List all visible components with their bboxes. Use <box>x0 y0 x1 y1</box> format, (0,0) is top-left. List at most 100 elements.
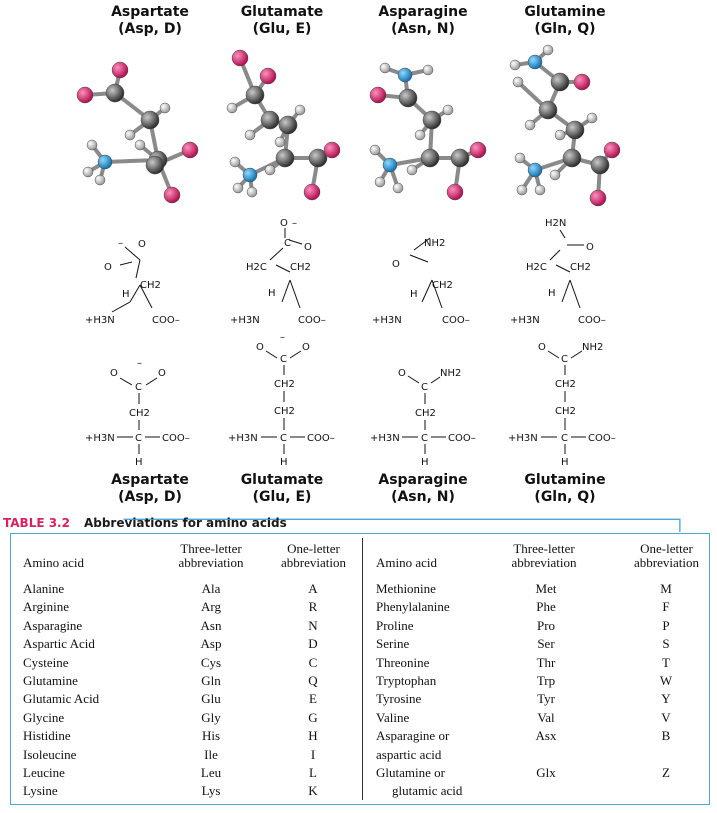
atom-o <box>303 183 321 201</box>
ch2-label: CH2 <box>274 406 295 417</box>
h-label: H <box>135 457 143 468</box>
cell-one-letter: K <box>308 783 318 799</box>
cell-one-letter: M <box>660 581 672 596</box>
h3n-label: +H3N <box>230 315 260 326</box>
cell-one-letter: N <box>308 617 318 633</box>
minus-label: – <box>280 332 285 343</box>
aa-name: Aspartate <box>111 472 189 488</box>
cell-amino-acid: Tyrosine <box>376 691 422 707</box>
atom-c <box>308 148 328 168</box>
aa-footer-glutamate: Glutamate (Glu, E) <box>202 472 362 506</box>
atom-h <box>159 102 171 114</box>
atom-c <box>105 83 125 103</box>
o-label: O <box>280 218 288 229</box>
table-label: TABLE 3.2 <box>3 516 70 530</box>
atom-h <box>134 139 146 151</box>
o-label: O <box>304 242 312 253</box>
atom-c <box>145 155 165 175</box>
cell-amino-acid: Serine <box>376 636 410 652</box>
aa-name: Glutamate <box>240 4 324 20</box>
h3n-label: +H3N <box>372 315 402 326</box>
cell-one-letter: Q <box>308 673 318 688</box>
o-label: O <box>110 368 118 379</box>
minus-label: – <box>137 358 142 369</box>
atom-h <box>509 59 521 71</box>
cell-three-letter: Lys <box>201 783 221 799</box>
aa-abbr: (Asp, D) <box>118 21 182 37</box>
atom-h <box>226 102 238 114</box>
aa-name: Asparagine <box>378 472 468 488</box>
cell-one-letter: B <box>661 728 671 744</box>
aa-header-aspartate: Aspartate (Asp, D) <box>70 4 230 38</box>
cell-amino-acid: Proline <box>376 617 414 633</box>
header-one-letter: One-letter abbreviation <box>634 541 699 570</box>
coo-label: COO– <box>588 433 616 444</box>
atom-o <box>603 141 621 159</box>
c-label: C <box>284 238 291 249</box>
cell-amino-acid: Glutamine <box>23 673 78 688</box>
skeletal-glutamate: O – C O H2C CH2 H +H3N COO– <box>230 218 326 326</box>
c-label: C <box>280 354 287 365</box>
cell-three-letter: Leu <box>200 765 222 780</box>
cell-one-letter: H <box>308 728 318 744</box>
cell-one-letter: C <box>308 654 318 670</box>
skeletal-formulas-row-2: O – C O CH2 +H3N C COO– H O – C O CH2 <box>85 332 616 468</box>
aa-abbr: (Gln, Q) <box>534 21 596 37</box>
header-one-letter: One-letter abbreviation <box>281 541 346 570</box>
nh2-label: NH2 <box>440 368 461 379</box>
atom-h <box>406 164 418 176</box>
table-row: aspartic acid <box>364 746 712 764</box>
atom-o <box>163 186 181 204</box>
c-label: C <box>561 354 568 365</box>
o-label: O <box>158 368 166 379</box>
skeletal-glutamine: H2N O H2C CH2 H +H3N COO– <box>510 218 606 326</box>
atom-o <box>469 141 487 159</box>
cell-one-letter: W <box>659 673 673 688</box>
atom-n <box>382 157 398 173</box>
atom-c <box>398 88 418 108</box>
atom-c <box>538 100 558 120</box>
cell-three-letter: Ile <box>204 746 218 762</box>
atom-c <box>275 148 295 168</box>
table-caption: Abbreviations for amino acids <box>83 516 287 530</box>
atom-h <box>94 174 106 186</box>
aa-header-glutamine: Glutamine (Gln, Q) <box>485 4 645 38</box>
atom-o <box>259 67 277 85</box>
ball-model-glutamate <box>226 49 341 201</box>
cell-three-letter: Phe <box>536 599 556 615</box>
atom-h <box>232 182 244 194</box>
atom-h <box>369 144 381 156</box>
cell-three-letter: Cys <box>200 654 222 670</box>
aa-abbr: (Asp, D) <box>118 489 182 505</box>
atom-h <box>414 129 426 141</box>
o-label: O <box>256 342 264 353</box>
skeletal-asparagine: NH2 O CH2 H +H3N COO– <box>372 237 470 326</box>
cell-amino-acid: Cysteine <box>23 654 69 670</box>
cell-three-letter: Gly <box>201 709 221 725</box>
fischer-asparagine: O C NH2 CH2 +H3N C COO– H <box>370 368 476 468</box>
atom-h <box>514 152 526 164</box>
table-title: TABLE 3.2 Abbreviations for amino acids <box>3 516 287 530</box>
atom-n <box>527 162 543 178</box>
header-three-letter: Three-letter abbreviation <box>178 541 244 570</box>
atom-h <box>512 76 524 88</box>
aa-footer-aspartate: Aspartate (Asp, D) <box>70 472 230 506</box>
cell-three-letter: Glx <box>536 765 556 780</box>
h3n-label: +H3N <box>508 433 538 444</box>
cell-three-letter: Asn <box>200 617 222 633</box>
atom-h <box>374 176 386 188</box>
cell-one-letter: T <box>662 654 670 670</box>
c-label: C <box>421 382 428 393</box>
h3n-label: +H3N <box>228 433 258 444</box>
fischer-glutamine: O C NH2 CH2 CH2 +H3N C COO– H <box>508 342 616 468</box>
cell-one-letter: E <box>309 691 317 707</box>
cell-one-letter: Y <box>661 691 671 707</box>
o-label: O <box>538 342 546 353</box>
